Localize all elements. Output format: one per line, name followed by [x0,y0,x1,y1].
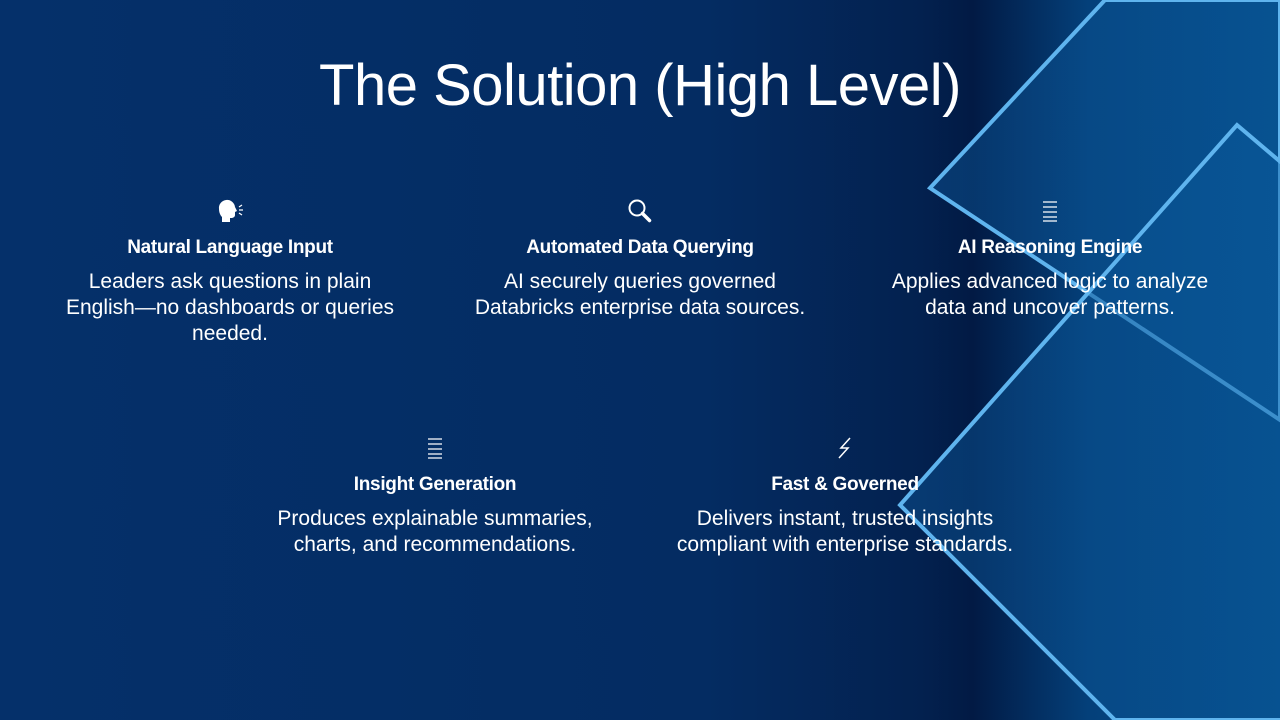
card-ai-reasoning-engine: AI Reasoning Engine Applies advanced log… [880,195,1220,321]
magnifier-icon [470,195,810,225]
speaking-head-icon [60,195,400,225]
list-lines-icon [880,195,1220,225]
card-description: AI securely queries governed Databricks … [474,270,806,319]
lightning-icon [675,432,1015,462]
card-heading: Fast & Governed [771,474,919,495]
list-lines-icon [265,432,605,462]
card-description: Applies advanced logic to analyze data a… [891,270,1209,319]
card-natural-language-input: Natural Language Input Leaders ask quest… [60,195,400,347]
diamond-shape-2 [897,122,1280,720]
card-fast-governed: Fast & Governed Delivers instant, truste… [675,432,1015,558]
card-description: Produces explainable summaries, charts, … [277,507,593,556]
card-description: Leaders ask questions in plain English—n… [65,270,395,345]
card-automated-data-querying: Automated Data Querying AI securely quer… [470,195,810,321]
page-title: The Solution (High Level) [319,53,961,118]
card-heading: Automated Data Querying [526,237,754,258]
card-insight-generation: Insight Generation Produces explainable … [265,432,605,558]
card-heading: Insight Generation [353,474,517,495]
card-heading: AI Reasoning Engine [957,237,1143,258]
card-description: Delivers instant, trusted insights compl… [676,507,1014,556]
card-heading: Natural Language Input [127,237,333,258]
